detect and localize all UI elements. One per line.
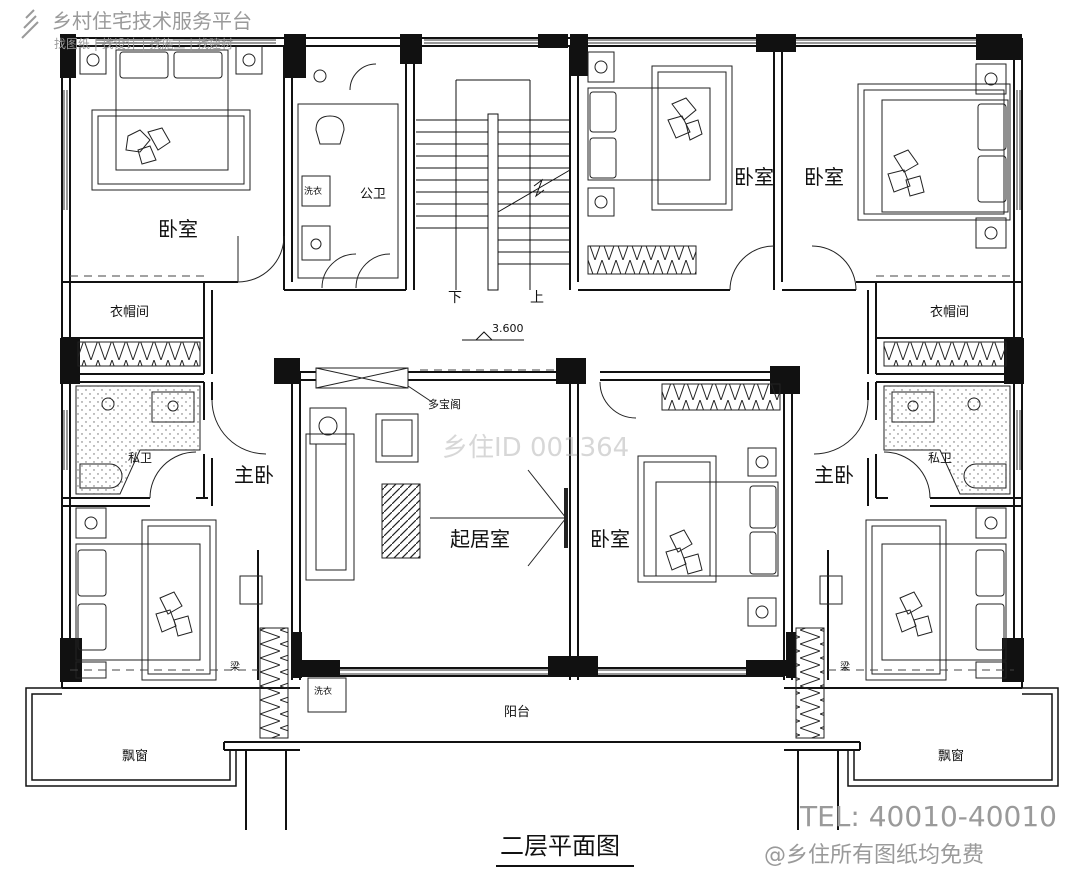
label-public-bath: 公卫 <box>360 187 386 202</box>
label-master-left: 主卧 <box>234 463 274 487</box>
label-laundry-bottom: 洗衣 <box>314 685 332 697</box>
label-elevation: 3.600 <box>492 322 524 335</box>
label-stair-down: 下 <box>448 290 462 306</box>
watermark-platform-services: 找图纸 | 找设计 | 找施工 | 找建材 <box>54 37 233 51</box>
windows <box>63 39 1021 675</box>
label-laundry-top: 洗衣 <box>304 185 322 197</box>
bath-floors <box>75 103 1011 495</box>
logo-mark-icon <box>21 9 39 39</box>
watermark-free-notice: @乡住所有图纸均免费 <box>764 843 984 868</box>
label-private-bath-left: 私卫 <box>128 451 152 465</box>
label-beam-left: 梁 <box>230 660 240 673</box>
beam-lines <box>70 275 1014 671</box>
fixtures <box>79 69 1007 713</box>
pillow-clusters <box>125 97 933 637</box>
label-living-room: 起居室 <box>450 527 510 551</box>
label-private-bath-right: 私卫 <box>928 451 952 465</box>
watermark-tel: TEL: 40010-40010 <box>799 800 1057 833</box>
label-master-right: 主卧 <box>814 463 854 487</box>
label-bay-window-left: 飘窗 <box>122 748 148 764</box>
bay-window-shapes <box>25 687 1059 787</box>
label-beam-right: 梁 <box>840 660 850 673</box>
label-stair-up: 上 <box>530 290 544 306</box>
beds <box>75 45 1011 681</box>
door-swings <box>149 63 931 499</box>
label-closet-left: 衣帽间 <box>110 304 149 320</box>
elevation-marker <box>462 331 524 341</box>
watermark-platform-name: 乡村住宅技术服务平台 <box>52 9 252 33</box>
plan-title: 二层平面图 <box>500 832 620 860</box>
label-closet-right: 衣帽间 <box>930 304 969 320</box>
label-bookshelf: 多宝阁 <box>428 397 461 411</box>
wardrobes <box>77 245 1007 739</box>
label-bedroom-top-center: 卧室 <box>734 165 774 189</box>
label-bedroom-top-left: 卧室 <box>158 217 198 241</box>
label-balcony: 阳台 <box>504 705 530 720</box>
watermark-center-id: 乡住ID 001364 <box>442 433 629 463</box>
label-bedroom-top-right: 卧室 <box>804 165 844 189</box>
structural-columns <box>60 34 1024 682</box>
label-bay-window-right: 飘窗 <box>938 748 964 764</box>
staircase <box>416 79 571 291</box>
label-bedroom-center: 卧室 <box>590 527 630 551</box>
